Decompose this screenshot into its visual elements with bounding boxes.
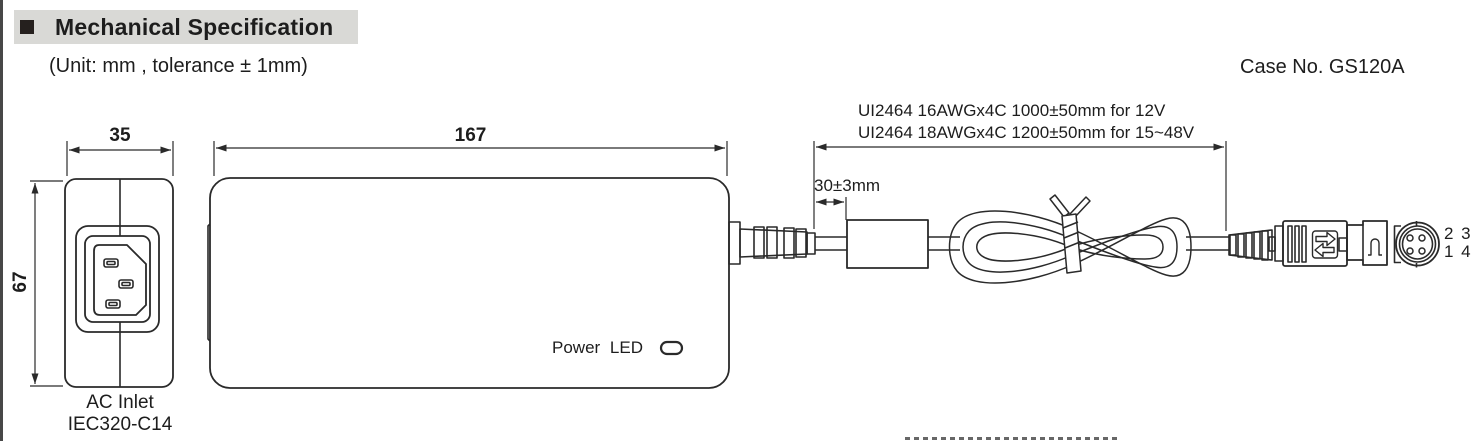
dc-connector-side-view	[1229, 221, 1387, 266]
cable-spec-15-48v: UI2464 18AWGx4C 1200±50mm for 15~48V	[858, 123, 1195, 142]
pin-numbers-bottom: 1 4	[1444, 242, 1471, 261]
dimension-lines-35	[67, 141, 173, 176]
page-edge-line	[0, 0, 3, 441]
adapter-body	[208, 178, 729, 388]
dimension-strain-relief: 30±3mm	[814, 176, 881, 195]
connector-strain-relief	[1229, 226, 1283, 261]
power-led-indicator	[661, 342, 682, 354]
pin-numbers-top: 2 3	[1444, 224, 1471, 243]
case-number: Case No. GS120A	[1240, 56, 1405, 78]
connector-pins	[1407, 235, 1425, 254]
clipped-bottom-text-artifact	[905, 437, 1117, 440]
output-cable	[815, 220, 1229, 268]
cable-tie	[1050, 195, 1090, 273]
section-bullet-icon	[20, 20, 34, 34]
page-title: Mechanical Specification	[55, 13, 334, 40]
adapter-strain-relief	[729, 222, 815, 264]
connector-barrel	[1347, 221, 1387, 265]
dimension-inlet-width: 35	[109, 125, 131, 146]
dimension-body-length: 167	[454, 125, 487, 146]
dc-connector-front-view	[1395, 221, 1440, 268]
cable-spec-12v: UI2464 16AWGx4C 1000±50mm for 12V	[858, 101, 1166, 120]
ac-inlet-type-label: IEC320-C14	[67, 414, 173, 435]
unit-tolerance-note: (Unit: mm , tolerance ± 1mm)	[49, 55, 308, 77]
inlet-pin-slots	[104, 259, 133, 308]
power-led-label: Power LED	[552, 338, 643, 357]
ferrite-bead	[847, 220, 928, 268]
ac-inlet-label: AC Inlet	[86, 392, 154, 413]
dimension-lines-167	[214, 141, 727, 176]
lock-direction-emblem	[1313, 231, 1338, 258]
section-title-highlight: Mechanical Specification	[14, 10, 358, 44]
inlet-end-view	[65, 179, 173, 387]
coiled-cable	[950, 195, 1192, 283]
dimension-lines-30mm	[816, 197, 846, 220]
dimension-lines-cable-length	[814, 141, 1226, 231]
dimension-lines-67	[30, 181, 63, 386]
